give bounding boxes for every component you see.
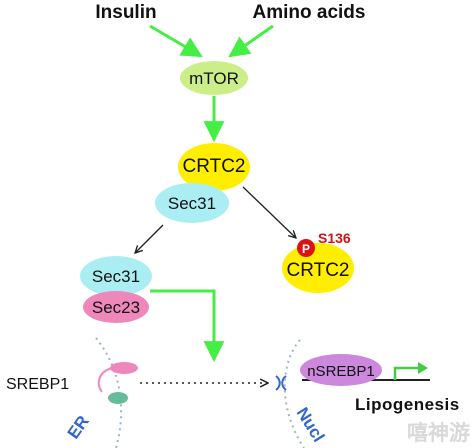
amino-acids-to-mtor-arrow — [228, 24, 274, 58]
srebp1-anchor — [108, 392, 128, 404]
nuclear-pore-left — [275, 375, 281, 391]
transcription-arrowhead — [418, 362, 428, 374]
sec31-left-label: Sec31 — [92, 267, 140, 286]
watermark: 嘻神游 — [407, 421, 470, 445]
insulin-label: Insulin — [95, 2, 156, 23]
phospho-site-label: S136 — [318, 230, 351, 246]
mtor-node — [180, 61, 248, 95]
er-membrane — [95, 337, 123, 448]
crtc2-node-top — [178, 143, 250, 191]
srebp1-linker — [97, 367, 113, 393]
srebp1-head — [110, 362, 138, 374]
complex-to-sec31-arrow — [135, 224, 164, 253]
nuclear-membrane — [283, 339, 305, 448]
mtor-label: mTOR — [189, 69, 239, 88]
complex-to-crtc2-phos-arrow — [242, 186, 296, 238]
sec23-label: Sec23 — [92, 298, 140, 317]
amino-acids-label: Amino acids — [253, 2, 366, 23]
nsrebp1-label: nSREBP1 — [307, 363, 375, 380]
transcription-arrow — [393, 366, 420, 380]
lipogenesis-label: Lipogenesis — [355, 395, 460, 414]
nsrebp1-node — [300, 354, 382, 386]
crtc2-top-label: CRTC2 — [183, 156, 246, 177]
srebp1-label: SREBP1 — [6, 376, 69, 393]
sec31-node-left — [80, 256, 152, 296]
phospho-circle — [297, 239, 315, 257]
sec23-node — [83, 291, 149, 323]
nuclear-pore-right — [281, 375, 287, 391]
nucleus-label: Nucl — [293, 404, 329, 445]
sec-complex-green-arrow — [150, 289, 225, 363]
crtc2-phos-label: CRTC2 — [287, 260, 350, 281]
insulin-to-mtor-arrow — [149, 24, 203, 58]
crtc2-phos-node — [282, 243, 354, 293]
er-label: ER — [64, 412, 93, 442]
phospho-marker-label: P — [302, 242, 310, 256]
sec31-top-label: Sec31 — [168, 194, 216, 213]
sec31-node-top — [155, 183, 229, 223]
